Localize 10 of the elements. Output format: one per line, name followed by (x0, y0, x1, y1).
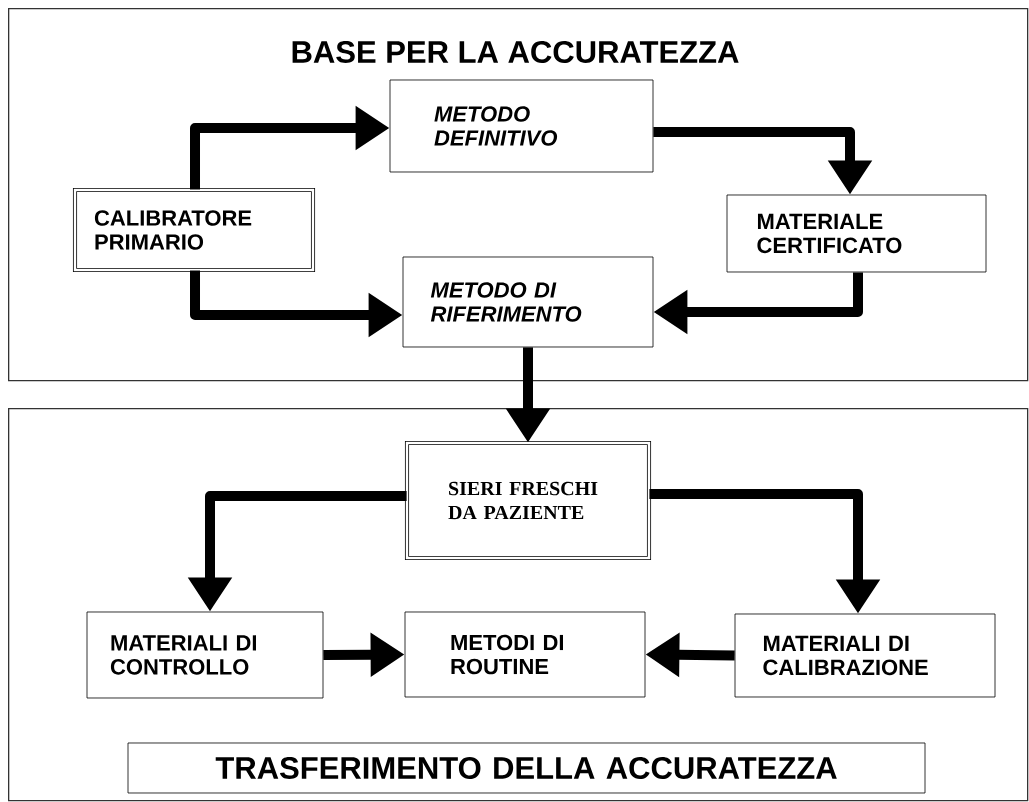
panel (8, 408, 1029, 802)
process-box: SIERI FRESCHI DA PAZIENTE (404, 440, 652, 561)
process-box: MATERIALI DI CALIBRAZIONE (734, 613, 996, 698)
process-box: MATERIALI DI CONTROLLO (86, 611, 324, 699)
process-box: METODO DEFINITIVO (389, 79, 654, 173)
process-box: METODI DI ROUTINE (404, 611, 646, 698)
process-box: CALIBRATORE PRIMARIO (72, 187, 316, 273)
process-box: MATERIALE CERTIFICATO (726, 194, 987, 273)
title-box: TRASFERIMENTO DELLA ACCURATEZZA (127, 742, 926, 794)
process-box: METODO DI RIFERIMENTO (402, 256, 654, 348)
